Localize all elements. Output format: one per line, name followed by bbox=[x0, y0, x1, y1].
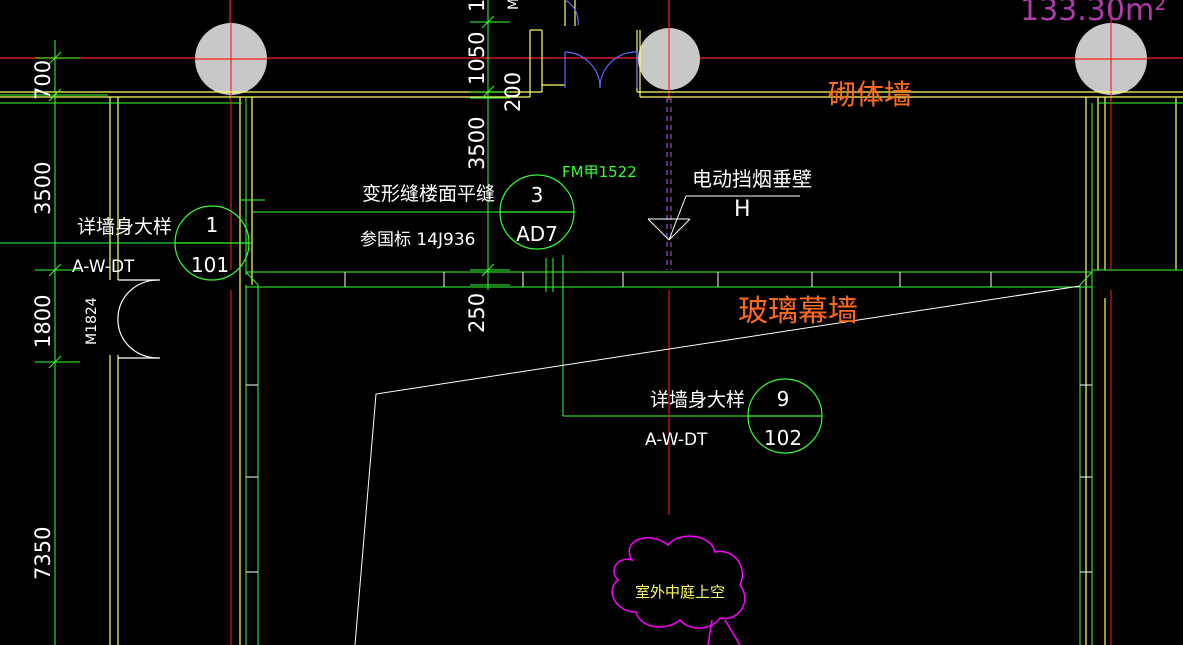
dimension-text: 3500 bbox=[31, 162, 55, 215]
door-m1824-label: M1824 bbox=[84, 297, 100, 345]
callout-number: 1 bbox=[206, 213, 219, 237]
door-fm-label: FM甲1522 bbox=[562, 163, 637, 181]
courtyard-label: 室外中庭上空 bbox=[635, 583, 725, 601]
area-label: 133.30m² bbox=[1020, 0, 1166, 28]
void-outline bbox=[354, 285, 1081, 645]
callout-sheet: 102 bbox=[764, 426, 802, 450]
dimension-text: 3500 bbox=[465, 117, 489, 170]
callout-3: 3 AD7 bbox=[499, 174, 575, 250]
callout-title: 详墙身大样 bbox=[650, 389, 745, 411]
deformation-joint-ref: 参国标 14J936 bbox=[360, 230, 476, 250]
courtyard-cloud: 室外中庭上空 bbox=[611, 535, 746, 645]
dimensions-left: 700 3500 1800 7350 bbox=[31, 60, 55, 580]
callout-1: 1 101 详墙身大样 A-W-DT bbox=[72, 205, 250, 281]
dimensions-mid: 1050 200 3500 250 18 M bbox=[465, 0, 525, 333]
door-m1824 bbox=[117, 279, 160, 359]
callout-title: 详墙身大样 bbox=[77, 216, 172, 238]
dimension-text: 700 bbox=[31, 60, 55, 100]
door-label: M1824 bbox=[84, 297, 100, 345]
callout-ref: A-W-DT bbox=[72, 257, 135, 277]
smoke-wall-symbol-label: H bbox=[734, 197, 751, 222]
door-top-partial bbox=[564, 0, 579, 26]
dimension-text: 1800 bbox=[31, 295, 55, 348]
callout-sheet: 101 bbox=[191, 253, 229, 277]
callout-9: 9 102 详墙身大样 A-W-DT bbox=[645, 378, 823, 454]
masonry-wall-label: 砌体墙 bbox=[828, 78, 912, 111]
dimension-text: 18 bbox=[465, 0, 489, 12]
callout-number: 3 bbox=[531, 183, 544, 207]
glass-curtain-wall-label: 玻璃幕墙 bbox=[738, 294, 858, 329]
callout-ref: A-W-DT bbox=[645, 430, 708, 450]
dimension-text: 250 bbox=[465, 293, 489, 333]
smoke-wall-line bbox=[666, 98, 672, 270]
structural-columns bbox=[195, 23, 1147, 95]
curtain-wall-mullions bbox=[246, 272, 1092, 573]
callout-number: 9 bbox=[777, 387, 790, 411]
dimension-text: 7350 bbox=[31, 527, 55, 580]
dimension-text: 1050 bbox=[465, 32, 489, 85]
smoke-wall-label: 电动挡烟垂壁 bbox=[692, 167, 812, 191]
axis-lines bbox=[0, 0, 1183, 100]
dimension-text: M bbox=[506, 0, 522, 10]
smoke-wall-symbol bbox=[647, 195, 800, 241]
callout-sheet: AD7 bbox=[516, 222, 558, 246]
deformation-joint-title: 变形缝楼面平缝 bbox=[362, 183, 495, 205]
door-fm bbox=[564, 51, 638, 89]
dimension-text: 200 bbox=[501, 72, 525, 112]
